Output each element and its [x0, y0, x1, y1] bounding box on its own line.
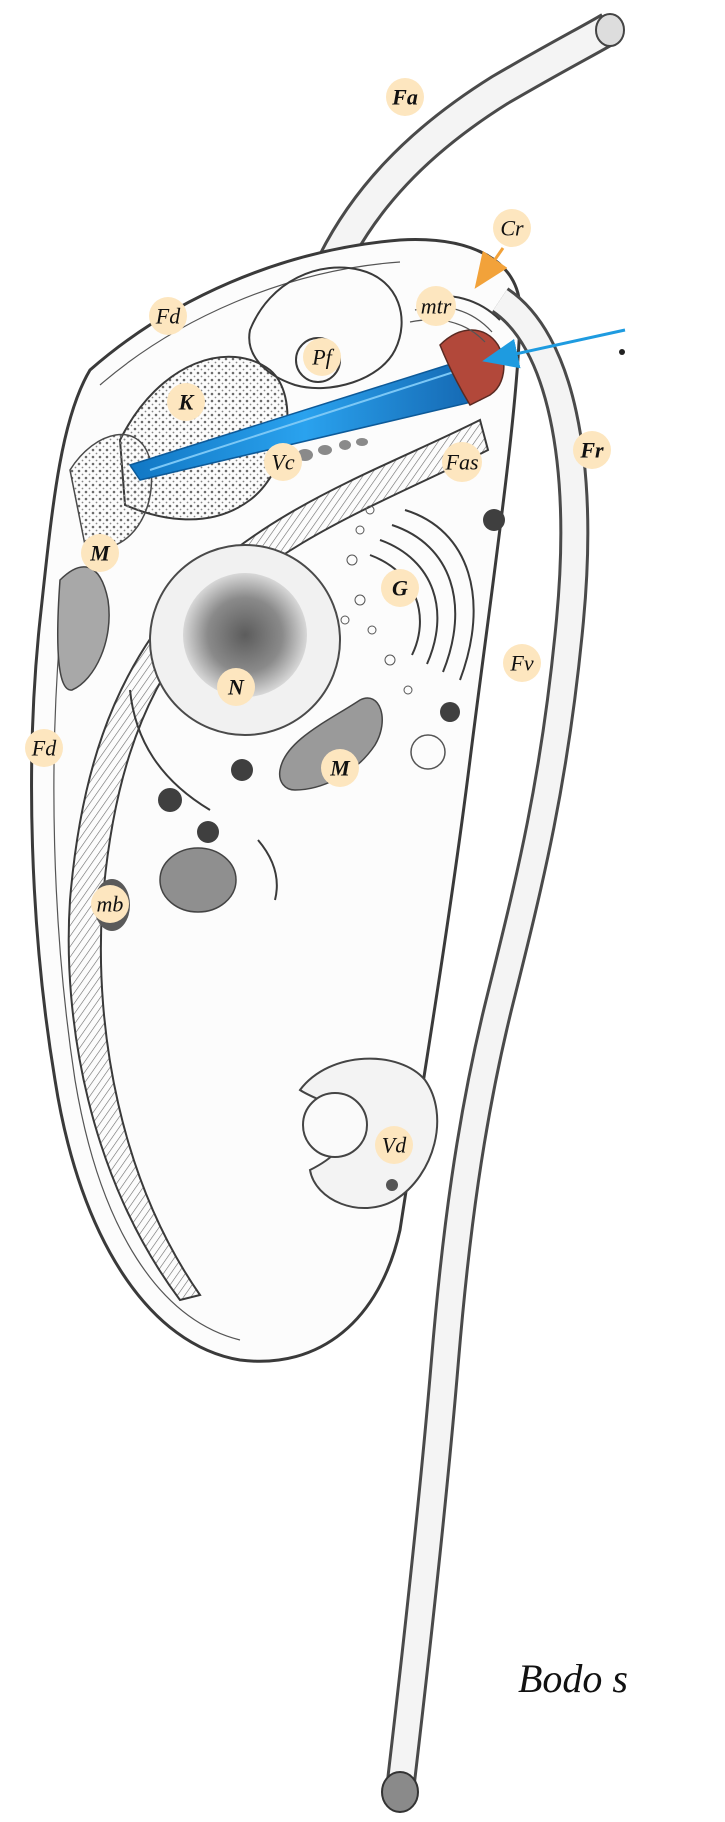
svg-text:Vd: Vd	[382, 1133, 407, 1158]
food-vacuole	[300, 1059, 437, 1208]
svg-text:Fv: Fv	[509, 651, 533, 676]
svg-text:Fd: Fd	[155, 304, 181, 329]
label-cr: Cr	[493, 209, 531, 247]
label-mb: mb	[91, 885, 129, 923]
svg-text:M: M	[329, 756, 351, 781]
label-vc: Vc	[264, 443, 302, 481]
svg-text:M: M	[89, 541, 111, 566]
label-fas: Fas	[442, 442, 482, 482]
svg-text:Fas: Fas	[445, 450, 479, 475]
svg-text:G: G	[392, 576, 408, 601]
label-k: K	[167, 383, 205, 421]
svg-text:Fr: Fr	[579, 438, 604, 463]
caption: Bodo s	[518, 1656, 628, 1701]
label-vd: Vd	[375, 1126, 413, 1164]
label-fd-lower: Fd	[25, 729, 63, 767]
svg-text:N: N	[227, 675, 245, 700]
label-g: G	[381, 569, 419, 607]
label-pf: Pf	[303, 338, 341, 376]
label-mtr: mtr	[416, 286, 456, 326]
label-fa: Fa	[386, 78, 424, 116]
label-fd-top: Fd	[149, 297, 187, 335]
label-fv: Fv	[503, 644, 541, 682]
anterior-flagellum	[325, 14, 624, 280]
nucleus	[150, 545, 340, 735]
svg-text:K: K	[178, 390, 195, 415]
svg-text:Vc: Vc	[271, 450, 294, 475]
svg-text:Fd: Fd	[31, 736, 57, 761]
svg-text:Fa: Fa	[391, 85, 418, 110]
svg-text:Cr: Cr	[500, 216, 524, 241]
svg-text:mtr: mtr	[421, 294, 452, 319]
label-n: N	[217, 668, 255, 706]
label-fr: Fr	[573, 431, 611, 469]
svg-text:mb: mb	[97, 892, 124, 917]
label-m-upper: M	[81, 534, 119, 572]
label-m-lower: M	[321, 749, 359, 787]
svg-text:Pf: Pf	[311, 345, 334, 370]
